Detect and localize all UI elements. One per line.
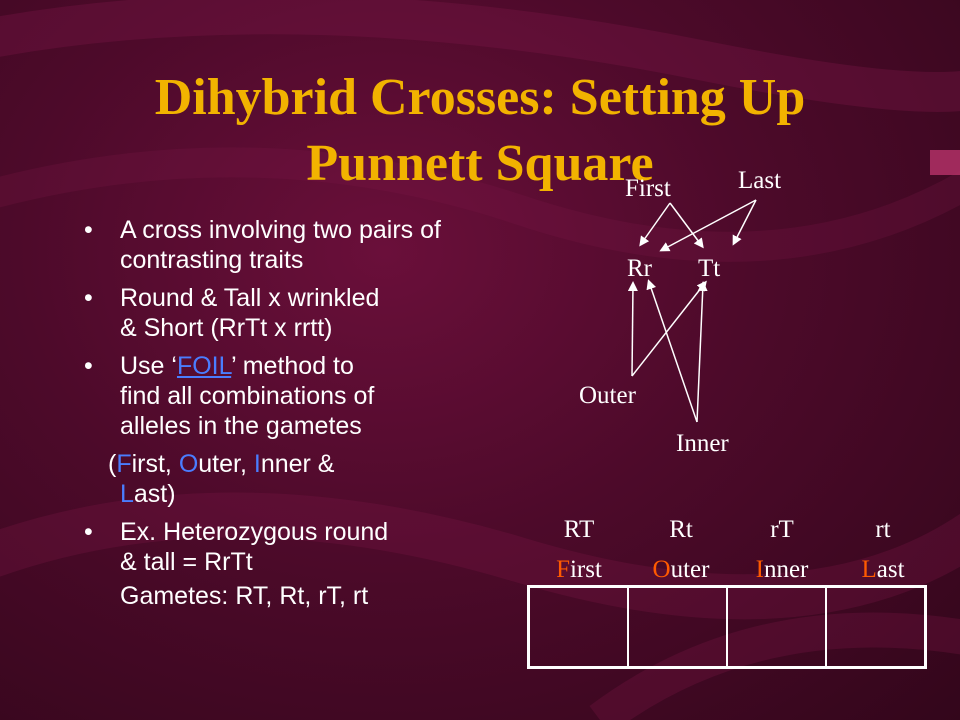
bullet-marker: • [84,284,93,312]
first-arrow-to-r [639,202,671,247]
text-fragment: ast) [133,480,176,508]
text-fragment: uter, [198,450,254,478]
foil-expansion: (First, Outer, Inner & Last) [84,449,484,509]
label-rest: irst [569,556,602,583]
initial-letter: L [861,556,877,583]
bullet-marker: • [84,352,93,380]
bullet-text-line: Use ‘FOIL’ method to [120,351,484,381]
bullet-cross-example: • Round & Tall x wrinkled & Short (RrTt … [84,283,484,343]
punnett-cell-2 [629,588,728,666]
label-first: First [625,175,671,202]
foil-letter-o: O [178,450,199,478]
label-last: Last [738,167,782,194]
initial-letter: I [755,556,764,583]
last-arrow-to-r [659,199,757,252]
foil-label-first: First [529,557,629,582]
bullet-heterozygous-example: • Ex. Heterozygous round & tall = RrTt G… [84,517,484,611]
bullet-text-line: find all combinations of [120,382,375,410]
foil-letter-i: I [253,450,261,478]
bullet-marker: • [84,216,93,244]
bullet-text-line: alleles in the gametes [120,412,362,440]
text-fragment: ( [108,450,117,478]
bullet-text-line: Round & Tall x wrinkled [120,284,380,312]
bullet-text: A cross involving two pairs of contrasti… [120,216,441,274]
foil-letter-l: L [120,480,134,508]
label-rest: nner [763,556,809,583]
foil-label-last: Last [833,557,933,582]
foil-letter-f: F [116,450,132,478]
inner-arrow-to-t [696,281,708,423]
gamete-header-4: rt [875,516,891,543]
label-rest: uter [670,556,710,583]
label-inner: Inner [676,430,729,457]
text-fragment: ’ method to [231,352,354,380]
bullet-definition: • A cross involving two pairs of contras… [84,215,484,275]
punnett-square-row [527,585,927,669]
label-tt: Tt [698,255,721,282]
last-arrow-to-t [732,199,757,246]
outer-arrow-to-r [627,281,638,377]
title-line-1: Dihybrid Crosses: Setting Up [154,69,806,126]
text-fragment: Use ‘ [120,352,177,380]
initial-letter: F [556,556,570,583]
label-rest: ast [876,556,905,583]
text-fragment: irst, [131,450,179,478]
initial-letter: O [652,556,671,583]
gametes-line: Gametes: RT, Rt, rT, rt [120,582,369,610]
foil-label-inner: Inner [732,557,832,582]
text-fragment: nner & [260,450,335,478]
label-rr: Rr [627,255,652,282]
label-outer: Outer [579,382,636,409]
first-arrow-to-t [669,202,704,249]
outer-arrow-to-t [631,280,707,377]
bullet-text-line: & tall = RrTt [120,548,253,576]
punnett-cell-4 [827,588,924,666]
bullet-marker: • [84,518,93,546]
inner-arrow-to-r [646,279,698,423]
gamete-header-2: Rt [669,516,693,543]
punnett-cell-1 [530,588,629,666]
bullet-text-line: Ex. Heterozygous round [120,518,389,546]
punnett-cell-3 [728,588,827,666]
bullet-text-line: & Short (RrTt x rrtt) [120,314,333,342]
gamete-header-3: rT [770,516,794,543]
foil-link[interactable]: FOIL [176,352,232,380]
bullet-foil-method: • Use ‘FOIL’ method to find all combinat… [84,351,484,441]
foil-label-outer: Outer [631,557,731,582]
bullet-list: • A cross involving two pairs of contras… [84,215,484,619]
title-line-2: Punnett Square [306,135,654,192]
gamete-header-1: RT [563,516,595,543]
